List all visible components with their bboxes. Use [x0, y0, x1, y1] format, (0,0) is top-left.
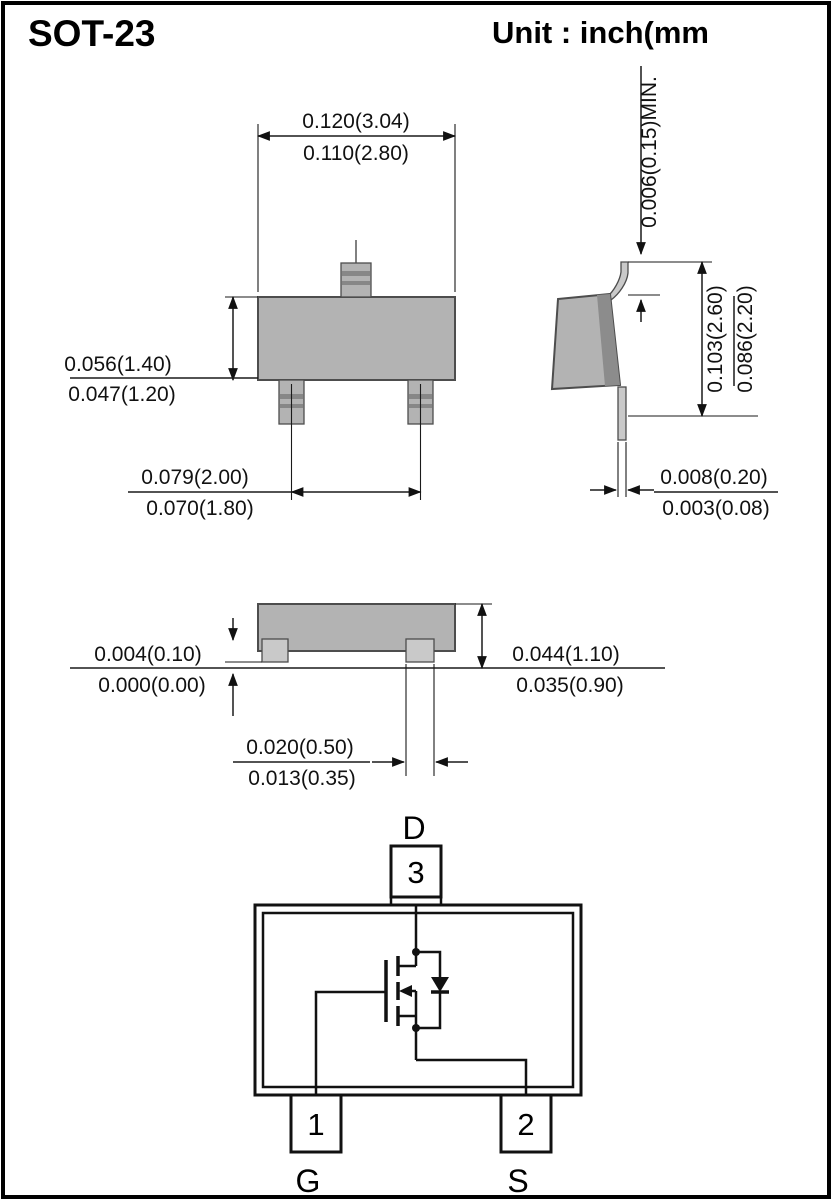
body-height-dimension: 0.056(1.40) 0.047(1.20): [64, 295, 258, 406]
dim-top-width-min: 0.110(2.80): [303, 142, 409, 165]
dim-pitch-min: 0.070(1.80): [146, 497, 253, 520]
dim-front-height-min: 0.035(0.90): [516, 674, 623, 697]
dim-lead-thickness-min: 0.003(0.08): [662, 497, 769, 520]
junction-dot: [412, 948, 420, 956]
pin3-name-drain: D: [402, 810, 425, 846]
dim-side-height-min: 0.086(2.20): [734, 285, 757, 392]
dim-body-height-max: 0.056(1.40): [64, 353, 171, 376]
mosfet-body-arrow: [399, 985, 412, 997]
lead-pitch-dimension: 0.079(2.00) 0.070(1.80): [128, 466, 422, 520]
side-view: 0.006(0.15)MIN. 0.103(2.60) 0.086(2.20) …: [550, 66, 778, 520]
top-view: 0.120(3.04) 0.110(2.80) 0.056(1.40) 0.04…: [64, 110, 457, 520]
dim-side-height-max: 0.103(2.60): [704, 285, 727, 392]
side-height-dimension: 0.103(2.60) 0.086(2.20): [628, 260, 758, 418]
dim-front-height-max: 0.044(1.10): [512, 643, 619, 666]
diode-triangle: [431, 977, 449, 992]
dim-pitch-max: 0.079(2.00): [141, 466, 248, 489]
dim-body-height-min: 0.047(1.20): [68, 383, 175, 406]
pin3-box: [389, 844, 443, 899]
dim-lead-thickness-max: 0.008(0.20): [660, 466, 767, 489]
package-body-shade: [597, 294, 620, 386]
body-diode: [416, 950, 449, 1030]
mosfet-symbol: [314, 905, 528, 1095]
front-left-foot: [261, 638, 289, 663]
front-right-foot: [405, 638, 435, 663]
front-standoff-dimension: 0.004(0.10) 0.000(0.00): [94, 618, 262, 716]
side-standoff-dimension: 0.006(0.15)MIN.: [628, 66, 661, 322]
dim-side-standoff: 0.006(0.15)MIN.: [638, 76, 661, 228]
dim-standoff-min: 0.000(0.00): [98, 674, 205, 697]
lead-thickness-dimension: 0.008(0.20) 0.003(0.08): [590, 442, 778, 520]
pin2-box: [499, 1093, 553, 1154]
top-lead-band: [342, 271, 370, 276]
dim-lead-width-max: 0.020(0.50): [246, 736, 353, 759]
unit-label: Unit : inch(mm: [492, 15, 709, 50]
pin1-name-gate: G: [296, 1163, 321, 1199]
pin3-number: 3: [407, 855, 424, 890]
dim-lead-width-min: 0.013(0.35): [248, 767, 355, 790]
side-bottom-lead: [617, 386, 627, 441]
top-view-package: [257, 240, 456, 500]
schematic-outer-frame: [253, 903, 583, 1097]
pin2-name-source: S: [507, 1163, 528, 1199]
dim-standoff-max: 0.004(0.10): [94, 643, 201, 666]
front-view: 0.004(0.10) 0.000(0.00) 0.044(1.10) 0.03…: [70, 602, 665, 790]
source-out-wire: [416, 1058, 528, 1095]
top-width-dimension: 0.120(3.04) 0.110(2.80): [256, 110, 457, 292]
pin1-number: 1: [307, 1107, 324, 1142]
top-lead-band: [342, 281, 370, 285]
dim-top-width-max: 0.120(3.04): [302, 110, 409, 133]
lead-width-dimension: 0.020(0.50) 0.013(0.35): [233, 664, 468, 790]
schematic-inner-frame: [261, 911, 575, 1089]
gate-wire: [314, 990, 386, 1095]
package-title: SOT-23: [28, 13, 156, 54]
schematic: 3 D 1 G 2 S: [253, 810, 583, 1199]
front-view-package: [257, 603, 456, 663]
front-height-dimension: 0.044(1.10) 0.035(0.90): [455, 602, 624, 697]
junction-dot: [412, 1024, 420, 1032]
top-lead: [340, 262, 372, 298]
pin2-number: 2: [517, 1107, 534, 1142]
side-view-package: [550, 261, 629, 441]
package-body-top-view: [257, 296, 456, 381]
